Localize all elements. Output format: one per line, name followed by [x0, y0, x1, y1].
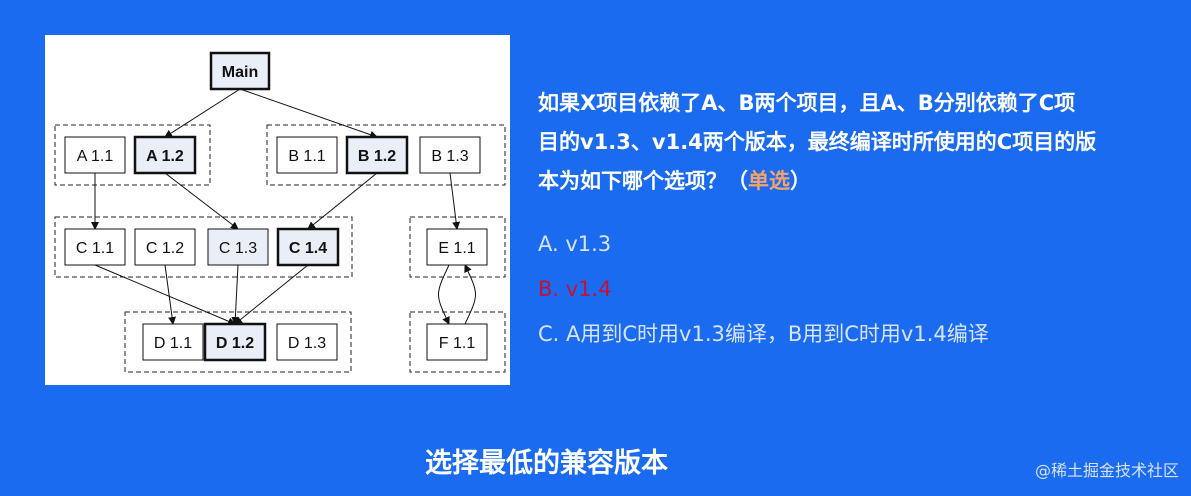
group-b: [266, 124, 506, 186]
node-label-d11: D 1.1: [154, 335, 192, 352]
node-box-e11: [426, 228, 488, 266]
edge-f11-to-e11: [464, 264, 476, 325]
node-box-d12: [203, 322, 267, 362]
node-box-b12: [345, 135, 409, 175]
dependency-diagram: Main A 1.1 A 1.2 B 1.1 B 1.2 B 1.3 C 1.1 C 1.2 C…: [45, 35, 510, 385]
group-boxes: [54, 124, 506, 373]
node-label-c13: C 1.3: [219, 240, 257, 257]
node-box-b13: [419, 136, 481, 174]
node-main: Main: [209, 51, 271, 91]
group-f: [409, 311, 506, 373]
node-label-d13: D 1.3: [288, 335, 326, 352]
option-a[interactable]: A. v1.3: [538, 232, 612, 256]
node-c14: C 1.4: [276, 227, 340, 267]
node-box-d11: [142, 323, 204, 361]
node-box-c11: [64, 228, 126, 266]
edge-c12-to-d11: [164, 264, 177, 325]
edge-e11-to-f11: [438, 264, 450, 325]
node-d11: D 1.1: [142, 323, 204, 361]
node-c11: C 1.1: [64, 228, 126, 266]
node-b11: B 1.1: [276, 136, 338, 174]
question-line-1: 如果X项目依赖了A、B两个项目，且A、B分别依赖了C项: [538, 91, 1076, 115]
node-layer: Main A 1.1 A 1.2 B 1.1 B 1.2 B 1.3 C 1.1 C 1.2 C…: [64, 51, 488, 362]
node-label-b13: B 1.3: [431, 148, 468, 165]
node-label-b12: B 1.2: [358, 148, 396, 165]
node-c13: C 1.3: [207, 228, 269, 266]
node-label-c11: C 1.1: [76, 240, 114, 257]
group-a: [54, 124, 211, 186]
node-label-a12: A 1.2: [146, 148, 184, 165]
question-line-2: 目的v1.3、v1.4两个版本，最终编译时所使用的C项目的版: [538, 130, 1097, 154]
node-box-c12: [134, 228, 196, 266]
node-box-c14: [276, 227, 340, 267]
node-b12: B 1.2: [345, 135, 409, 175]
node-label-main: Main: [222, 64, 258, 81]
edge-c14-to-d12: [234, 264, 309, 325]
answer-options: A. v1.3 B. v1.4 C. A用到C时用v1.3编译，B用到C时用v1…: [538, 222, 1178, 357]
node-a12: A 1.2: [133, 135, 197, 175]
node-box-a12: [133, 135, 197, 175]
node-box-f11: [426, 323, 488, 361]
question-line-3-suffix: ）: [790, 169, 811, 193]
dependency-graph: Main A 1.1 A 1.2 B 1.1 B 1.2 B 1.3 C 1.1 C 1.2 C…: [54, 51, 506, 373]
group-d: [124, 311, 352, 373]
question-text: 如果X项目依赖了A、B两个项目，且A、B分别依赖了C项 目的v1.3、v1.4两…: [538, 84, 1178, 201]
node-label-b11: B 1.1: [288, 148, 325, 165]
edge-c13-to-d12: [231, 264, 240, 325]
node-box-d13: [276, 323, 338, 361]
node-label-f11: F 1.1: [439, 335, 476, 352]
group-c: [54, 216, 353, 278]
node-d12: D 1.2: [203, 322, 267, 362]
node-box-c13: [207, 228, 269, 266]
node-label-c14: C 1.4: [289, 240, 327, 257]
node-e11: E 1.1: [426, 228, 488, 266]
edge-main-to-b12: [239, 88, 378, 139]
edge-c11-to-d12: [94, 264, 236, 325]
node-box-a11: [64, 136, 126, 174]
option-c[interactable]: C. A用到C时用v1.3编译，B用到C时用v1.4编译: [538, 322, 989, 346]
node-a11: A 1.1: [64, 136, 126, 174]
edge-b13-to-e11: [449, 172, 461, 230]
question-line-3-prefix: 本为如下哪个选项？（: [538, 169, 748, 193]
node-box-b11: [276, 136, 338, 174]
edge-layer: [91, 88, 476, 325]
node-label-e11: E 1.1: [438, 240, 475, 257]
node-label-c12: C 1.2: [146, 240, 184, 257]
node-label-d12: D 1.2: [216, 335, 254, 352]
option-b[interactable]: B. v1.4: [538, 277, 612, 301]
watermark: @稀土掘金技术社区: [1034, 461, 1179, 480]
edge-main-to-a12: [164, 88, 241, 138]
question-line-3: 本为如下哪个选项？（单选）: [538, 162, 1178, 201]
caption: 选择最低的兼容版本: [425, 448, 668, 479]
node-d13: D 1.3: [276, 323, 338, 361]
edge-b12-to-c14: [307, 172, 378, 230]
node-label-a11: A 1.1: [77, 148, 114, 165]
node-box-main: [209, 51, 271, 91]
group-e: [409, 216, 506, 278]
edge-a12-to-c13: [164, 172, 239, 230]
node-c12: C 1.2: [134, 228, 196, 266]
node-b13: B 1.3: [419, 136, 481, 174]
single-choice-tag: 单选: [748, 169, 790, 193]
node-f11: F 1.1: [426, 323, 488, 361]
